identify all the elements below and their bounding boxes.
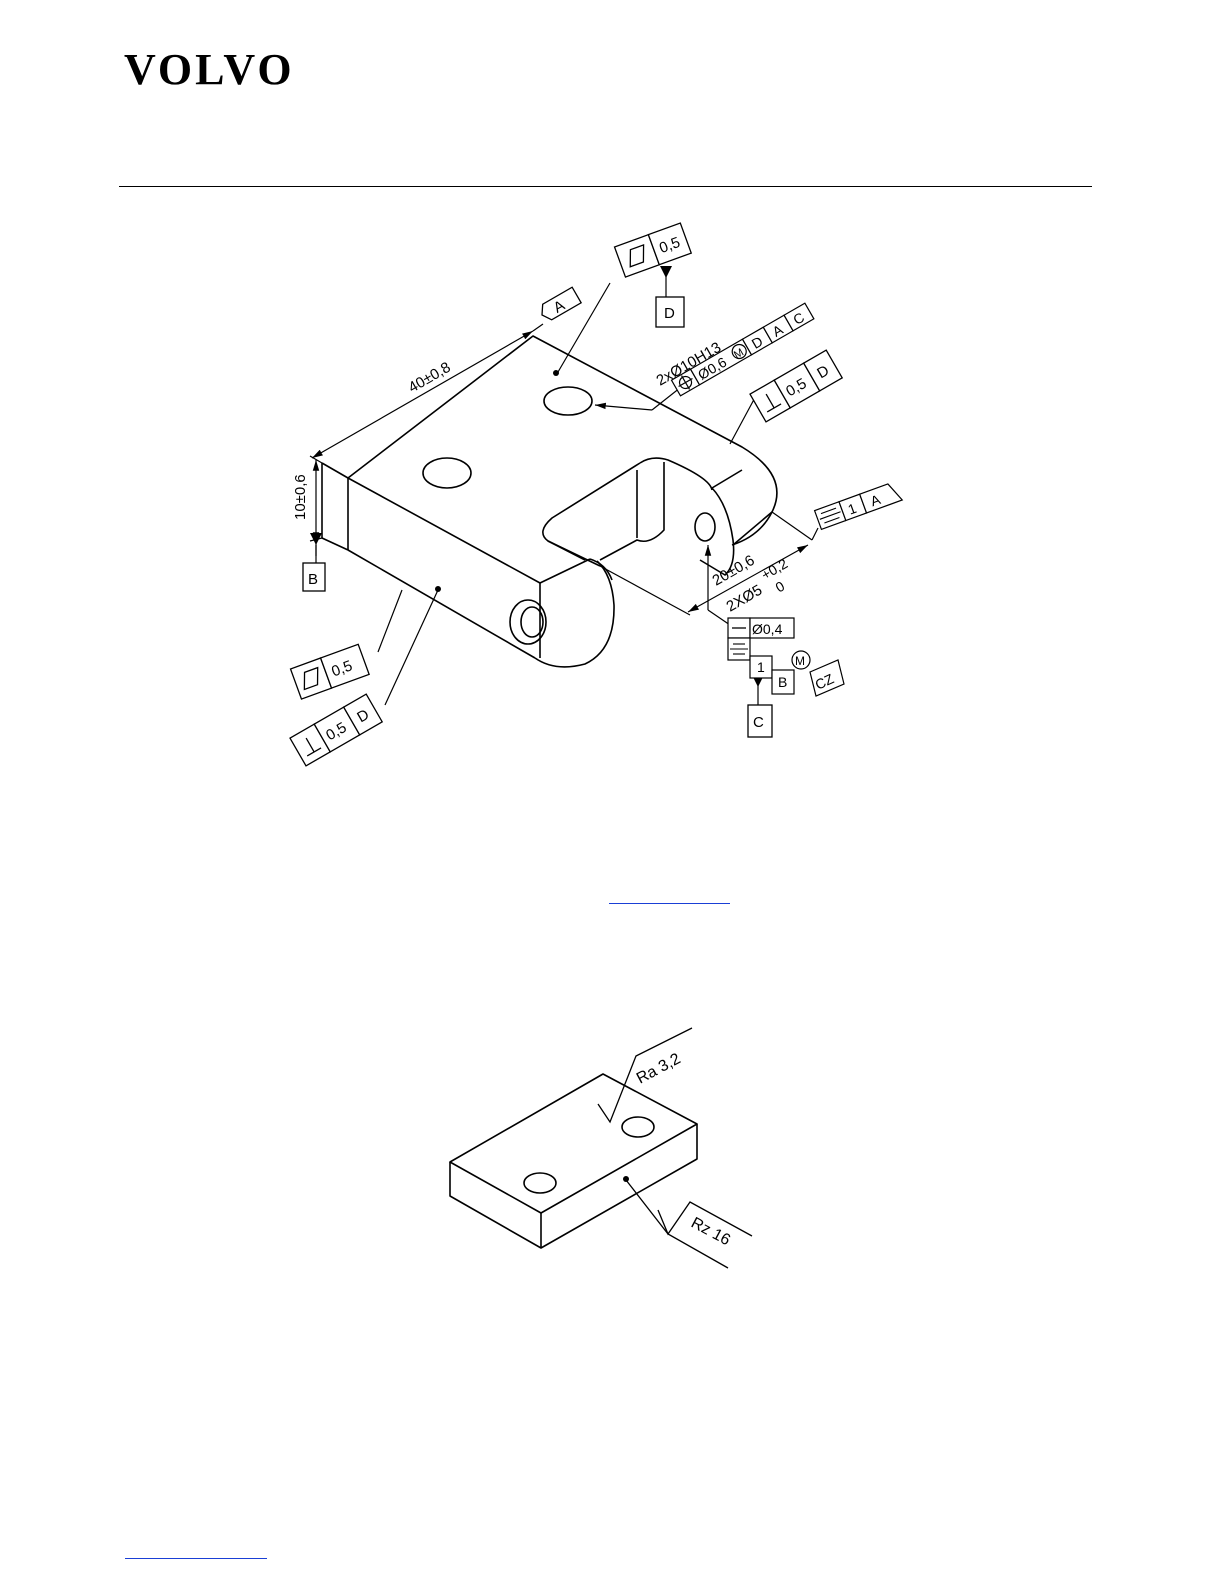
footer-hyperlink-underline[interactable] [125, 1558, 267, 1559]
holes5-modifier: M [795, 654, 805, 668]
holes5-symmetry-datum: B [778, 674, 787, 690]
datum-triangle-d [660, 266, 672, 278]
holes5-frame: Ø0,4 M 1 B CZ [728, 618, 844, 696]
holes5-upper-deviation: +0,2 [758, 555, 790, 583]
leader-dot [435, 586, 441, 592]
roughness-top-label: Ra 3,2 [634, 1050, 684, 1087]
holes5-callout: 2XØ5 [724, 582, 766, 616]
dimension-height: 10±0,6 [292, 474, 309, 520]
roughness-side-label: Rz 16 [688, 1215, 733, 1250]
hyperlink-underline[interactable] [609, 903, 730, 904]
leader-dot [623, 1176, 629, 1182]
datum-d-label: D [664, 305, 675, 322]
datum-b-label: B [308, 571, 318, 588]
datum-c-label: C [753, 714, 764, 731]
holes5-lower-deviation: 0 [773, 578, 788, 596]
holes5-symmetry-value: 1 [757, 659, 765, 675]
figure2-block [450, 1074, 697, 1248]
holes5-straightness: Ø0,4 [752, 621, 783, 637]
leader-dot [553, 370, 559, 376]
figure1-part [322, 336, 777, 667]
